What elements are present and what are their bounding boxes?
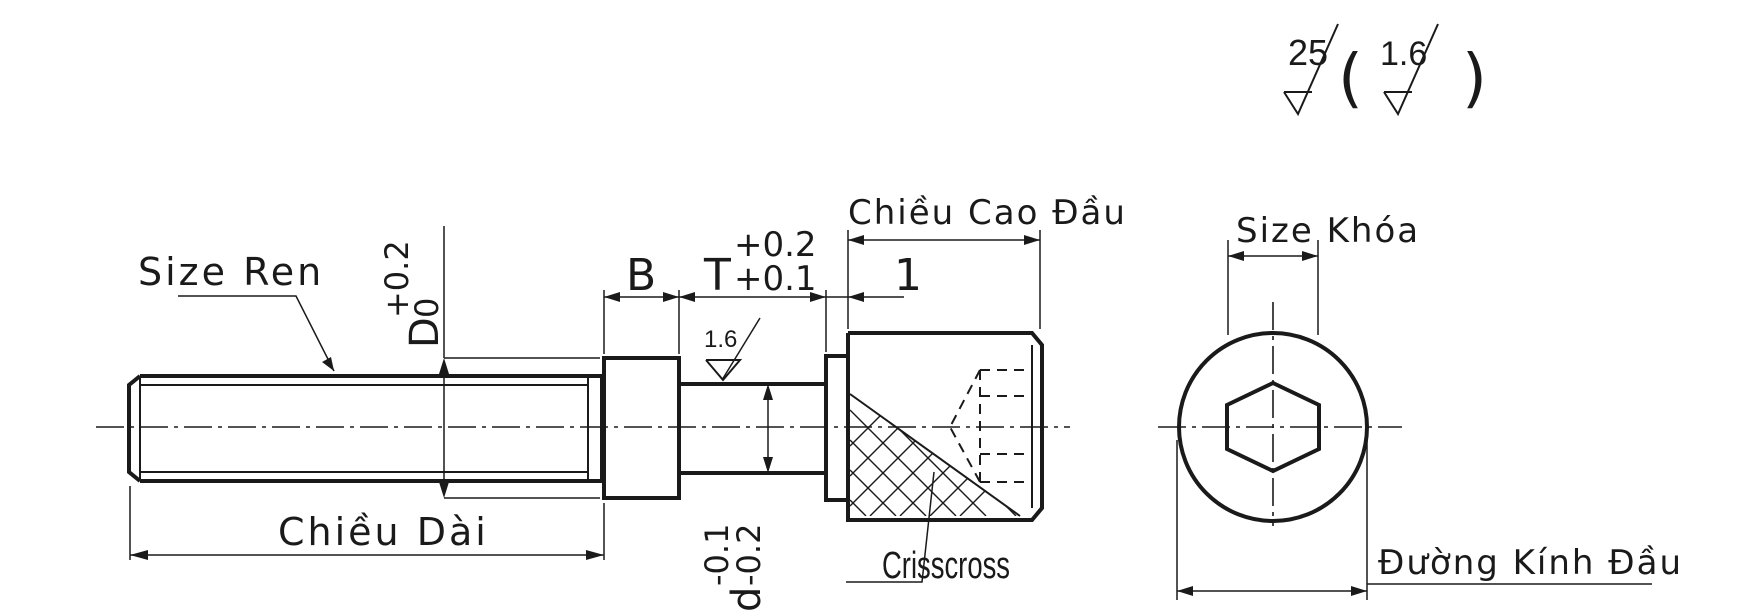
extension-lines [129, 226, 1041, 560]
shank-roughness-symbol: 1.6 [704, 326, 743, 382]
head-circle [1177, 331, 1369, 523]
dim-D: D [402, 317, 448, 348]
dim-T-tol-upper: +0.2 [734, 225, 817, 265]
dim-d-tol-upper: -0.1 [698, 524, 736, 586]
dim-d: d [724, 587, 770, 612]
dim-d-group: d -0.1 -0.2 [698, 524, 770, 612]
dim-D-tol-lower: 0 [408, 298, 446, 318]
roughness-paren-open: ( [1338, 42, 1363, 116]
dim-T-tol-lower: +0.1 [734, 259, 817, 299]
dimension-arrows [130, 235, 1040, 560]
dim-D-group: D +0.2 0 [378, 240, 448, 348]
shank-roughness-value: 1.6 [704, 326, 737, 353]
dim-B: B [626, 250, 656, 301]
dim-d-tol-lower: -0.2 [730, 524, 768, 586]
roughness-general-value: 25 [1288, 32, 1328, 73]
collar-B [602, 356, 681, 500]
threaded-shank [127, 374, 604, 483]
label-length: Chiều Dài [278, 510, 489, 554]
label-thread-size: Size Ren [138, 250, 324, 294]
label-head-diameter: Đường Kính Đầu [1378, 543, 1683, 583]
roughness-symbol-general [1283, 23, 1339, 117]
label-key-size: Size Khóa [1236, 211, 1420, 251]
dimension-lines [130, 239, 1040, 556]
neck-d [677, 382, 828, 475]
end-view [1158, 240, 1652, 600]
hex-socket [1225, 380, 1321, 474]
hex-socket-hidden-lines [949, 369, 1032, 483]
dim-D-tol-upper: +0.2 [378, 240, 416, 318]
end-view-arrows [1177, 251, 1367, 596]
label-knurl-type: Crisscross [882, 545, 1010, 587]
roughness-special-value: 1.6 [1380, 35, 1427, 73]
dim-T: T [703, 250, 731, 301]
thread-leader-arrow [322, 357, 334, 371]
roughness-paren-close: ) [1462, 42, 1487, 116]
surface-roughness-block: 25 ( 1.6 ) [1283, 23, 1487, 117]
knurl-pattern [850, 395, 1020, 516]
dim-1: 1 [894, 250, 922, 301]
side-view: 1.6 [96, 226, 1070, 583]
label-head-height: Chiều Cao Đầu [848, 193, 1127, 233]
neck-ring [824, 354, 850, 502]
roughness-symbol-special [1383, 23, 1439, 117]
leader-lines [178, 295, 935, 583]
